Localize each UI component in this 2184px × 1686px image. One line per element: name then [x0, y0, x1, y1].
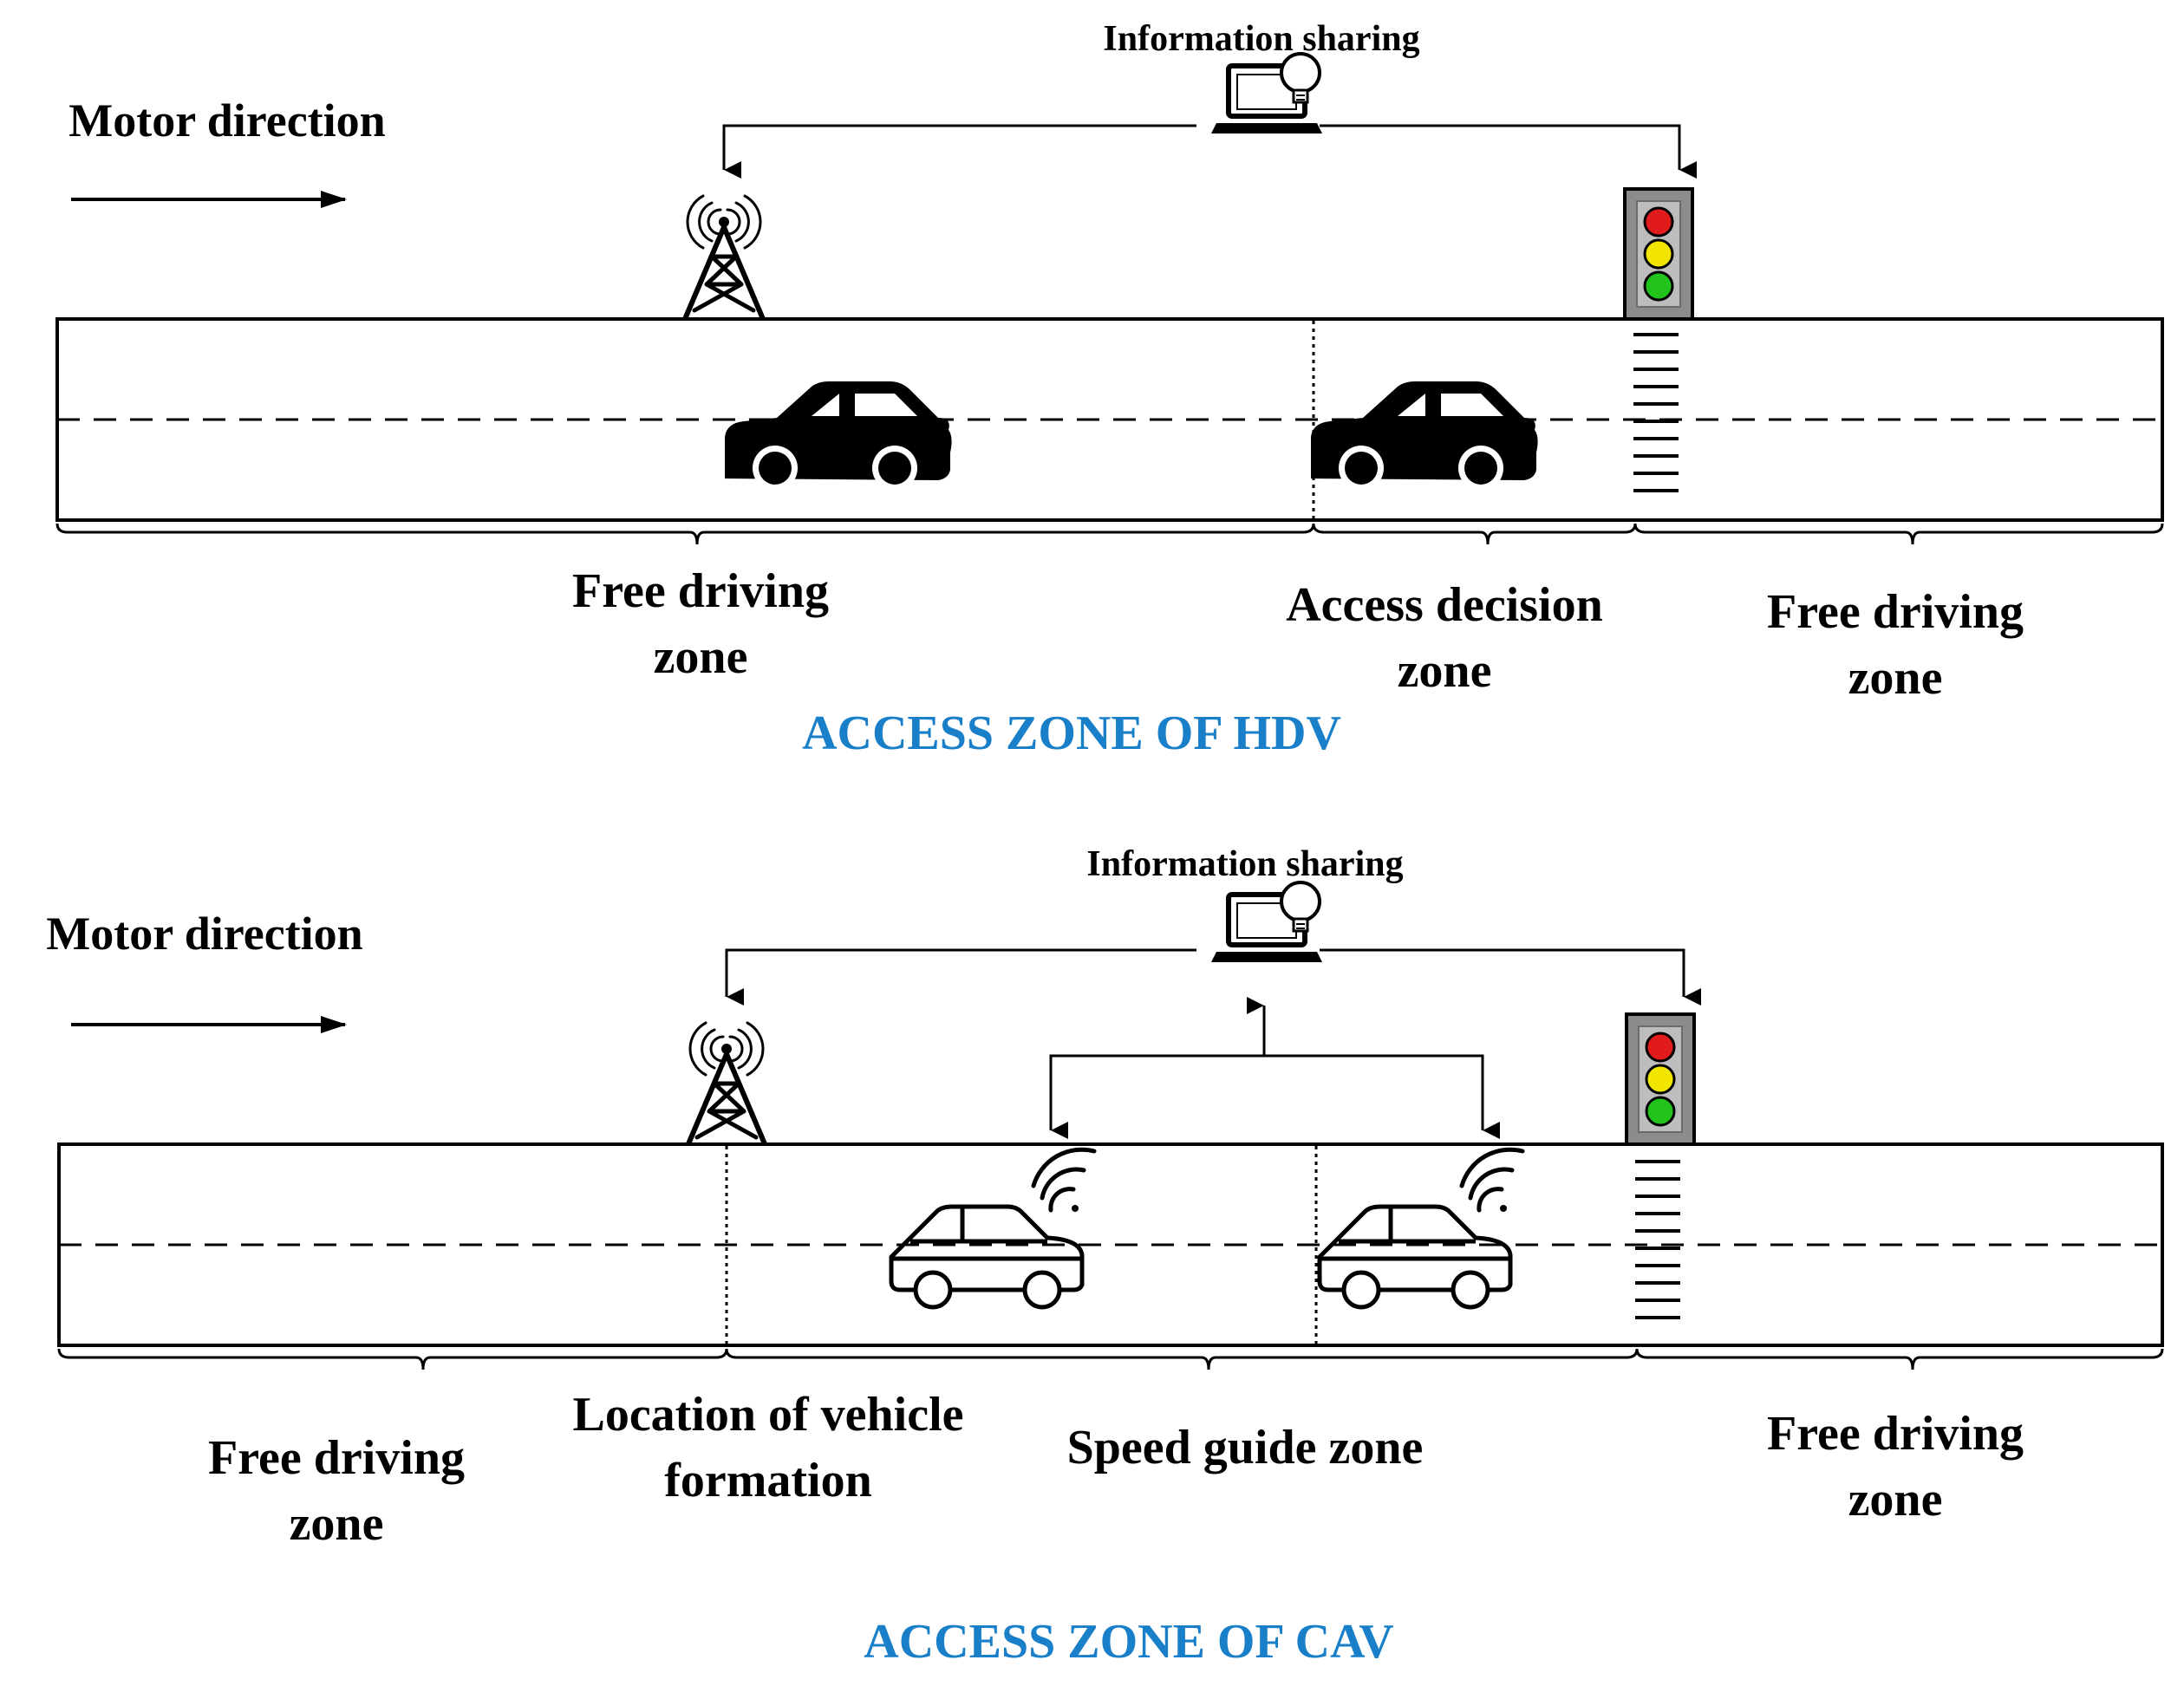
zone-brace [57, 1348, 728, 1370]
motor-direction-label: Motor direction [68, 94, 385, 146]
zone-label-vehicle-formation: Location of vehicle [572, 1388, 963, 1442]
laptop-lightbulb-icon [1211, 54, 1322, 133]
zone-label-access-decision: zone [1398, 644, 1492, 698]
zone-brace [55, 523, 1315, 545]
zone-label-vehicle-formation: formation [664, 1454, 872, 1507]
zone-label-access-decision: Access decision [1286, 578, 1603, 632]
crosswalk [1635, 1160, 1680, 1319]
info-sharing-label: Information sharing [1103, 19, 1419, 59]
section-title: ACCESS ZONE OF HDV [802, 706, 1341, 760]
zone-label-speed-guide: Speed guide zone [1067, 1421, 1424, 1474]
zone-brace [1633, 523, 2164, 545]
traffic-light-icon [1625, 1012, 1696, 1146]
zone-label-free-driving: zone [654, 630, 748, 684]
crosswalk [1633, 333, 1679, 492]
section-title: ACCESS ZONE OF CAV [864, 1615, 1393, 1669]
zone-brace [1312, 523, 1637, 545]
red-signal [1645, 1032, 1676, 1063]
traffic-light-icon [1623, 187, 1694, 321]
info-arrow-to-signal [1320, 948, 1701, 1006]
motor-direction-label: Motor direction [46, 908, 362, 960]
v2v-link [1049, 1054, 1484, 1127]
zone-brace [1635, 1348, 2164, 1370]
zone-label-free-driving: zone [1848, 1473, 1943, 1527]
zone-brace [725, 1348, 1639, 1370]
info-arrow-to-signal [1320, 124, 1697, 179]
cell-tower-icon [688, 1023, 766, 1146]
green-signal [1643, 270, 1674, 302]
yellow-signal [1645, 1064, 1676, 1095]
zone-label-free-driving: Free driving [1767, 1407, 2024, 1461]
info-arrow-to-tower [725, 948, 1196, 1006]
zone-label-free-driving: Free driving [572, 564, 829, 618]
info-arrow-to-tower [722, 124, 1196, 179]
red-signal [1643, 206, 1674, 238]
yellow-signal [1643, 238, 1674, 270]
cell-tower-icon [685, 196, 763, 319]
zone-label-free-driving: Free driving [1767, 585, 2024, 639]
zone-label-free-driving: zone [290, 1497, 384, 1551]
zone-label-free-driving: zone [1848, 651, 1943, 705]
info-sharing-label: Information sharing [1086, 844, 1403, 884]
zone-label-free-driving: Free driving [208, 1431, 465, 1485]
green-signal [1645, 1096, 1676, 1127]
laptop-lightbulb-icon [1211, 882, 1322, 962]
